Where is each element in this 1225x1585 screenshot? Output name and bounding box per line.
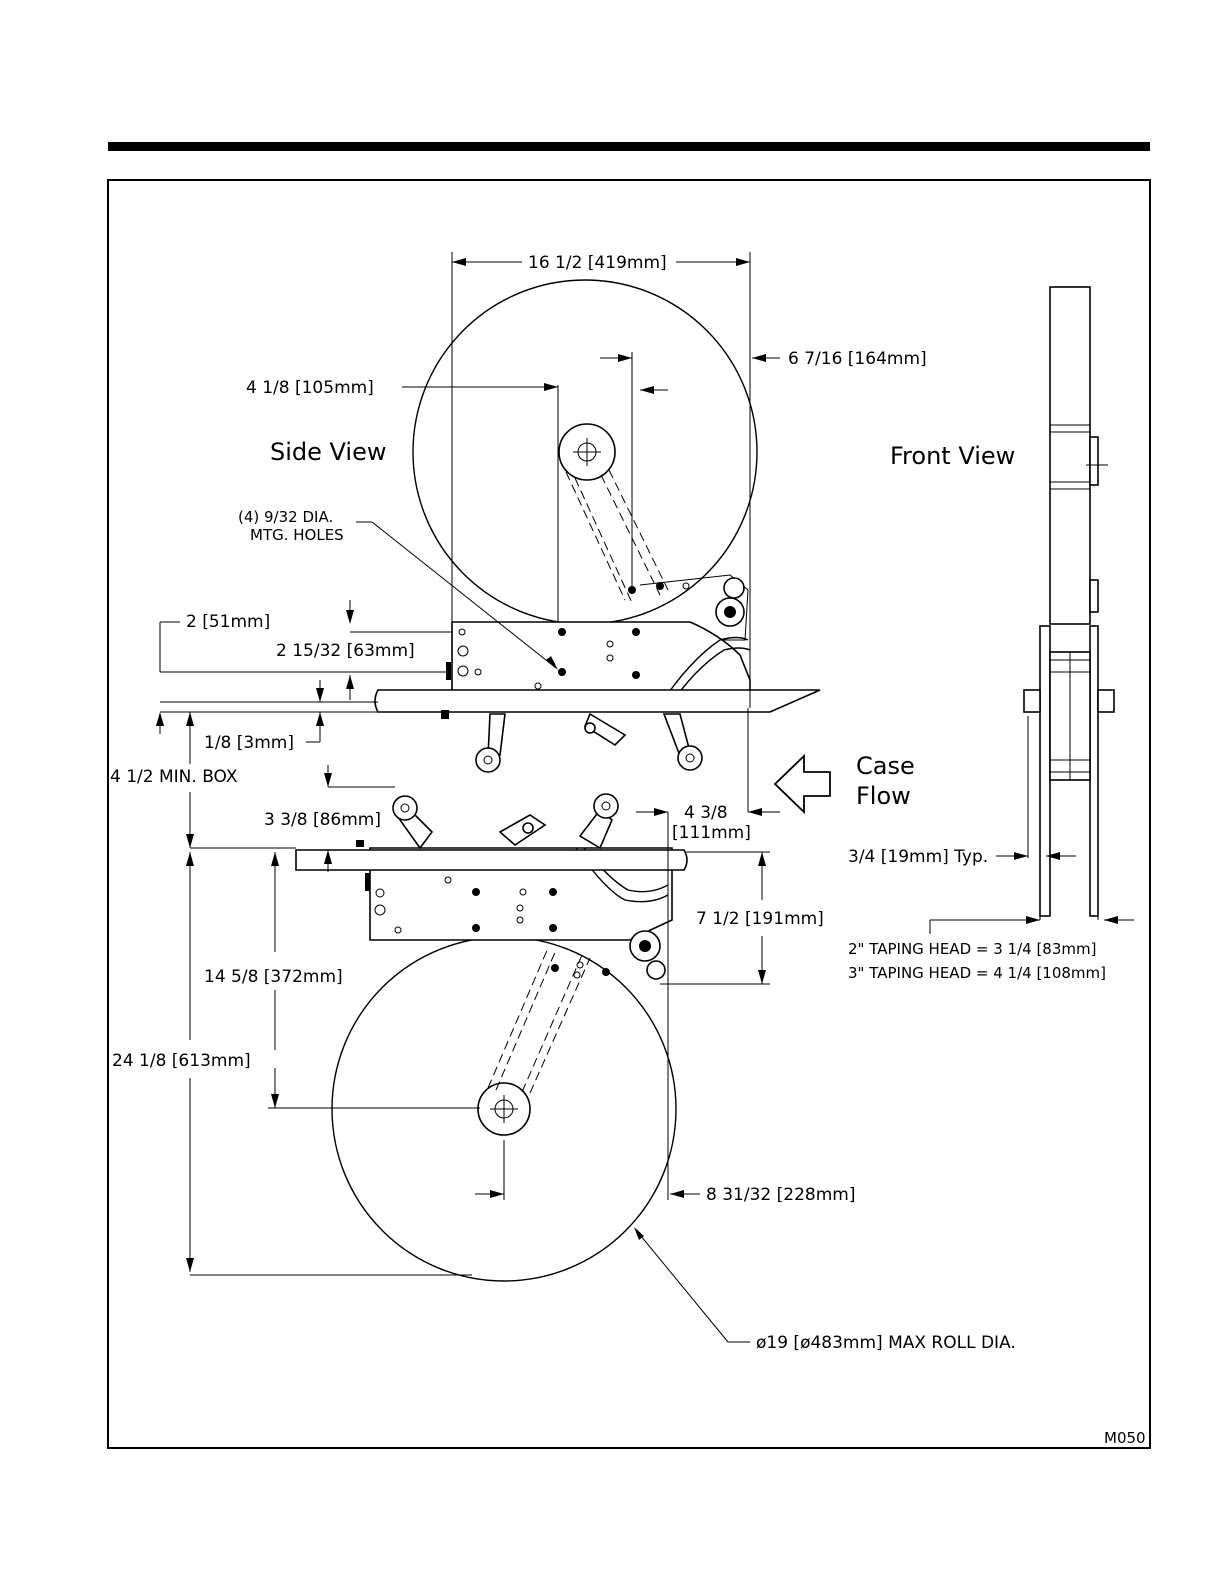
dim-4-1-8: 4 1/8 [105mm] <box>246 378 374 398</box>
taping-head-2in: 2" TAPING HEAD = 3 1/4 [83mm] <box>848 940 1096 958</box>
dim-3-3-8: 3 3/8 [86mm] <box>264 810 381 830</box>
header-bar <box>108 142 1150 151</box>
dim-24-1-8: 24 1/8 [613mm] <box>112 1051 251 1071</box>
dim-7-1-2: 7 1/2 [191mm] <box>696 909 824 929</box>
holes-line1: (4) 9/32 DIA. <box>238 508 333 526</box>
lower-guide-rail <box>295 849 688 871</box>
dimension-lines <box>156 252 1134 1343</box>
dim-8-31-32: 8 31/32 [228mm] <box>706 1185 855 1205</box>
dim-max-roll: ø19 [ø483mm] MAX ROLL DIA. <box>756 1333 1016 1353</box>
dim-14-5-8: 14 5/8 [372mm] <box>204 967 343 987</box>
drawing-number: M050 <box>1104 1429 1146 1447</box>
dim-top-width: 16 1/2 [419mm] <box>528 253 667 273</box>
dim-3-4-typ: 3/4 [19mm] Typ. <box>848 847 988 867</box>
side-view-label: Side View <box>270 438 386 466</box>
front-view-drawing <box>1023 286 1115 917</box>
case-flow-line1: Case <box>856 752 915 780</box>
dim-4-3-8: 4 3/8 <box>684 803 728 823</box>
upper-taping-head <box>374 279 821 773</box>
front-view-label: Front View <box>890 442 1015 470</box>
taping-head-3in: 3" TAPING HEAD = 4 1/4 [108mm] <box>848 964 1106 982</box>
dim-min-box: 4 1/2 MIN. BOX <box>110 767 238 787</box>
dim-6-7-16: 6 7/16 [164mm] <box>788 349 927 369</box>
dim-2-15-32: 2 15/32 [63mm] <box>276 641 415 661</box>
lower-taping-head <box>295 793 688 1282</box>
upper-guide-rail <box>374 689 821 713</box>
dim-4-3-8-mm: [111mm] <box>672 823 751 843</box>
dim-1-8: 1/8 [3mm] <box>204 733 294 753</box>
drawing-frame <box>107 179 1151 1449</box>
dim-2: 2 [51mm] <box>186 612 270 632</box>
case-flow-arrow <box>773 753 831 815</box>
holes-line2: MTG. HOLES <box>250 526 344 544</box>
case-flow-line2: Flow <box>856 782 911 810</box>
